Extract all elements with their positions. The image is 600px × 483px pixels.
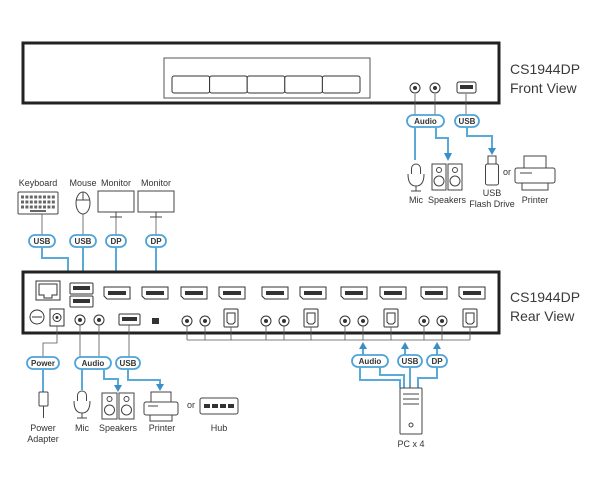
pc-dp-badge: DP (426, 354, 448, 368)
front-flash-drive-arrow-icon (488, 148, 496, 155)
console-usb-peripheral-port (118, 313, 141, 326)
rear-view: CS1944DP Rear View (21, 270, 580, 449)
power-adapter-icon (38, 391, 49, 418)
power-connector-line (42, 326, 58, 357)
pc-tower-icon (399, 387, 423, 435)
speakers-icon (101, 392, 135, 420)
pc-cables (359, 367, 438, 388)
front-view-label: Front View (510, 80, 578, 96)
monitor-1-label: Monitor (101, 178, 131, 188)
usb-flash-drive-icon (485, 155, 499, 186)
pc-usb-badge-label: USB (402, 357, 419, 366)
rj45-port (35, 280, 61, 301)
front-audio-connector-line (414, 94, 436, 115)
rear-mic-label: Mic (75, 423, 89, 433)
keyboard-cable (41, 247, 69, 277)
console-usb-ports (69, 282, 94, 308)
monitor-2-dp-badge-label: DP (150, 237, 162, 246)
power-switch-icon (29, 309, 45, 325)
front-audio-jacks (409, 82, 441, 94)
front-view: CS1944DP Front View Audio USB Mic (21, 41, 580, 209)
front-port-selection-buttons (171, 75, 361, 94)
rear-usb-badge-label: USB (120, 359, 137, 368)
rear-speakers-label: Speakers (99, 423, 138, 433)
front-usb-badge-label: USB (459, 117, 476, 126)
front-model-name: CS1944DP (510, 61, 580, 77)
rear-audio-badge-label: Audio (82, 359, 105, 368)
hub-icon (199, 397, 239, 415)
rear-audio-connector-line (79, 325, 100, 357)
monitor-icon (97, 190, 135, 218)
rear-printer-label: Printer (149, 423, 176, 433)
flash-drive-label-line1: USB (483, 188, 502, 198)
front-flash-drive-cable (466, 127, 493, 149)
monitor-2-label: Monitor (141, 178, 171, 188)
power-adapter-label-line1: Power (30, 423, 56, 433)
power-jack (49, 308, 65, 327)
rear-speakers-arrow-icon (114, 385, 122, 392)
pc-audio-badge-label: Audio (359, 357, 382, 366)
front-speakers-label: Speakers (428, 195, 467, 205)
status-led (152, 318, 159, 324)
keyboard-icon (17, 191, 59, 215)
pc-audio-badge: Audio (351, 354, 389, 368)
monitor-2-dp-badge: DP (145, 234, 167, 248)
keyboard-usb-badge-label: USB (34, 237, 51, 246)
pc-usb-badge: USB (397, 354, 423, 368)
monitor-icon (137, 190, 175, 218)
computer-bus-line (186, 326, 471, 341)
front-audio-badge-label: Audio (414, 117, 437, 126)
hub-label: Hub (211, 423, 228, 433)
pc-dp-arrow-icon (433, 342, 441, 349)
mouse-usb-badge: USB (69, 234, 97, 248)
power-badge-label: Power (31, 359, 55, 368)
front-speakers-arrow-icon (444, 153, 452, 161)
console-dp-ports (103, 286, 169, 300)
printer-icon (514, 155, 556, 191)
front-or-label: or (503, 167, 511, 177)
mic-icon (407, 163, 425, 192)
rear-model-name: CS1944DP (510, 289, 580, 305)
speakers-icon (431, 163, 463, 191)
monitor-1-dp-badge: DP (105, 234, 127, 248)
pc-count-label: PC x 4 (397, 439, 424, 449)
mouse-icon (75, 191, 91, 215)
mic-icon (73, 390, 91, 419)
rear-speakers-cable (103, 369, 119, 386)
front-display-frame (163, 57, 371, 99)
rear-audio-badge: Audio (74, 356, 112, 370)
printer-icon (143, 391, 179, 422)
mouse-usb-badge-label: USB (75, 237, 92, 246)
front-audio-badge: Audio (406, 114, 445, 128)
console-connector-lines (41, 214, 157, 235)
pc-audio-arrow-icon (359, 342, 367, 349)
front-usb-badge: USB (454, 114, 480, 128)
front-usb-port (456, 81, 477, 94)
monitor-1-dp-badge-label: DP (110, 237, 122, 246)
computer-usb-b-ports (223, 308, 478, 328)
power-badge: Power (26, 356, 60, 370)
rear-or-label: or (187, 400, 195, 410)
rear-view-label: Rear View (510, 308, 575, 324)
pc-dp-badge-label: DP (431, 357, 443, 366)
flash-drive-label-line2: Flash Drive (469, 199, 515, 209)
front-speakers-cable (435, 127, 449, 154)
rear-usb-badge: USB (115, 356, 141, 370)
console-audio-jacks (74, 314, 105, 326)
mouse-label: Mouse (69, 178, 96, 188)
front-printer-label: Printer (522, 195, 549, 205)
computer-dp-ports (180, 286, 486, 300)
rear-printer-arrow-icon (156, 384, 164, 391)
keyboard-usb-badge: USB (28, 234, 56, 248)
front-mic-label: Mic (409, 195, 423, 205)
power-adapter-label-line2: Adapter (27, 434, 59, 444)
pc-usb-arrow-icon (401, 342, 409, 349)
front-panel (21, 41, 501, 105)
rear-printer-cable (127, 369, 161, 385)
keyboard-label: Keyboard (19, 178, 58, 188)
console-devices: Keyboard Mouse Monitor Monitor USB U (17, 178, 175, 287)
